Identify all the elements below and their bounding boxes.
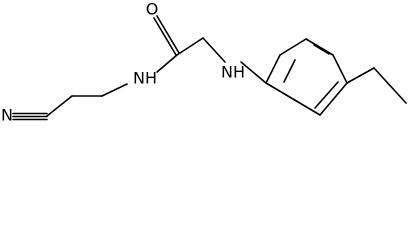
carbonyl-double-bond-line-1 <box>153 17 177 56</box>
amide-oxygen-label: O <box>146 0 159 19</box>
amide-bond-nh-carbonyl <box>156 54 178 73</box>
amine-nh-label: NH <box>221 63 245 82</box>
ring-bond-5 <box>319 82 348 116</box>
chemical-structure-diagram: N O NH NH <box>1 0 407 122</box>
ring-bond-6 <box>265 82 321 116</box>
ethyl-bond-ch2-ch3 <box>373 67 407 104</box>
chain-bond-c1-c2 <box>46 95 73 117</box>
carbonyl-double-bond-line-2 <box>156 15 180 54</box>
chain-bond-c3-nh <box>101 83 128 97</box>
methylene-to-amine-bond <box>202 37 226 63</box>
ring-bond-2 <box>279 38 307 56</box>
ethyl-bond-ring-ch2 <box>346 67 375 84</box>
ring-bond-3 <box>305 38 334 56</box>
ring-bond-1 <box>265 54 281 84</box>
amine-to-ring-bond <box>240 61 267 84</box>
ring-bond-4 <box>332 54 348 84</box>
nitrile-nitrogen-label: N <box>1 106 13 122</box>
carbonyl-to-methylene-bond <box>176 37 204 56</box>
amide-nh-label: NH <box>133 69 157 88</box>
bond-group <box>12 15 407 121</box>
ring-inner-double-bond-2 <box>313 44 330 55</box>
ring-inner-double-bond-3 <box>314 81 339 109</box>
ring-inner-double-bond-1 <box>283 59 296 83</box>
